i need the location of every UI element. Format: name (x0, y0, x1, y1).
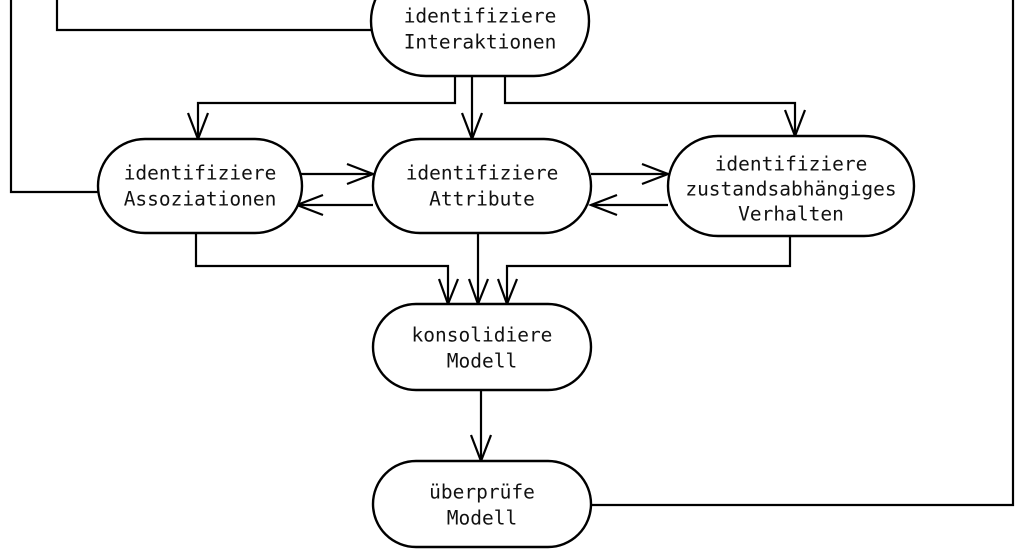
node-label-konsolidiere-line2: Modell (447, 350, 517, 373)
edge-attribute-to-assoziationen (293, 193, 373, 217)
edge-attribute-to-konsolidiere (467, 233, 490, 308)
node-shape-attribute (371, 137, 593, 235)
node-label-attribute-line1: identifiziere (406, 162, 559, 185)
edge-interaktionen-to-attribute (460, 76, 484, 143)
node-label-assoziationen-line1: identifiziere (124, 162, 277, 185)
node-konsolidiere-modell[interactable]: konsolidiere Modell (371, 302, 593, 392)
edge-assoziationen-to-attribute (297, 162, 377, 186)
node-identifiziere-zustandsabhaengiges-verhalten[interactable]: identifiziere zustandsabhängiges Verhalt… (666, 134, 916, 238)
node-label-zustandsverhalten-line2: zustandsabhängiges (685, 178, 896, 201)
node-identifiziere-assoziationen[interactable]: identifiziere Assoziationen (96, 137, 304, 235)
edge-zustandsverhalten-to-attribute (587, 193, 668, 217)
edge-layer (9, 0, 1015, 507)
node-identifiziere-attribute[interactable]: identifiziere Attribute (371, 137, 593, 235)
edge-ueberpruefe-feedback-right (591, 0, 1015, 507)
node-shape-assoziationen (96, 137, 304, 235)
edge-zustandsverhalten-to-konsolidiere (496, 236, 792, 308)
edge-konsolidiere-to-ueberpruefe (469, 390, 493, 465)
node-label-zustandsverhalten-line1: identifiziere (715, 153, 868, 176)
node-label-ueberpruefe-line1: überprüfe (429, 481, 535, 504)
node-shape-interaktionen (369, 0, 591, 78)
node-identifiziere-interaktionen[interactable]: identifiziere Interaktionen (369, 0, 591, 78)
node-shape-zustandsverhalten (666, 134, 916, 238)
edge-attribute-to-zustandsverhalten (591, 162, 672, 186)
node-shape-ueberpruefe (371, 459, 593, 549)
node-label-zustandsverhalten-line3: Verhalten (738, 203, 844, 226)
edge-interaktionen-feedback-left (55, 0, 371, 32)
node-label-attribute-line2: Attribute (429, 188, 535, 211)
edge-interaktionen-to-assoziationen (186, 76, 457, 143)
node-label-interaktionen-line1: identifiziere (404, 5, 557, 28)
node-shape-konsolidiere (371, 302, 593, 392)
edge-assoziationen-to-konsolidiere (194, 233, 460, 308)
node-label-konsolidiere-line1: konsolidiere (412, 324, 553, 347)
node-label-assoziationen-line2: Assoziationen (124, 188, 277, 211)
node-label-interaktionen-line2: Interaktionen (404, 31, 557, 54)
node-ueberpruefe-modell[interactable]: überprüfe Modell (371, 459, 593, 549)
node-label-ueberpruefe-line2: Modell (447, 507, 517, 530)
edge-assoziationen-feedback-left (9, 0, 98, 194)
edge-interaktionen-to-zustandsverhalten (503, 76, 807, 140)
node-layer: identifiziere Interaktionen identifizier… (96, 0, 916, 549)
